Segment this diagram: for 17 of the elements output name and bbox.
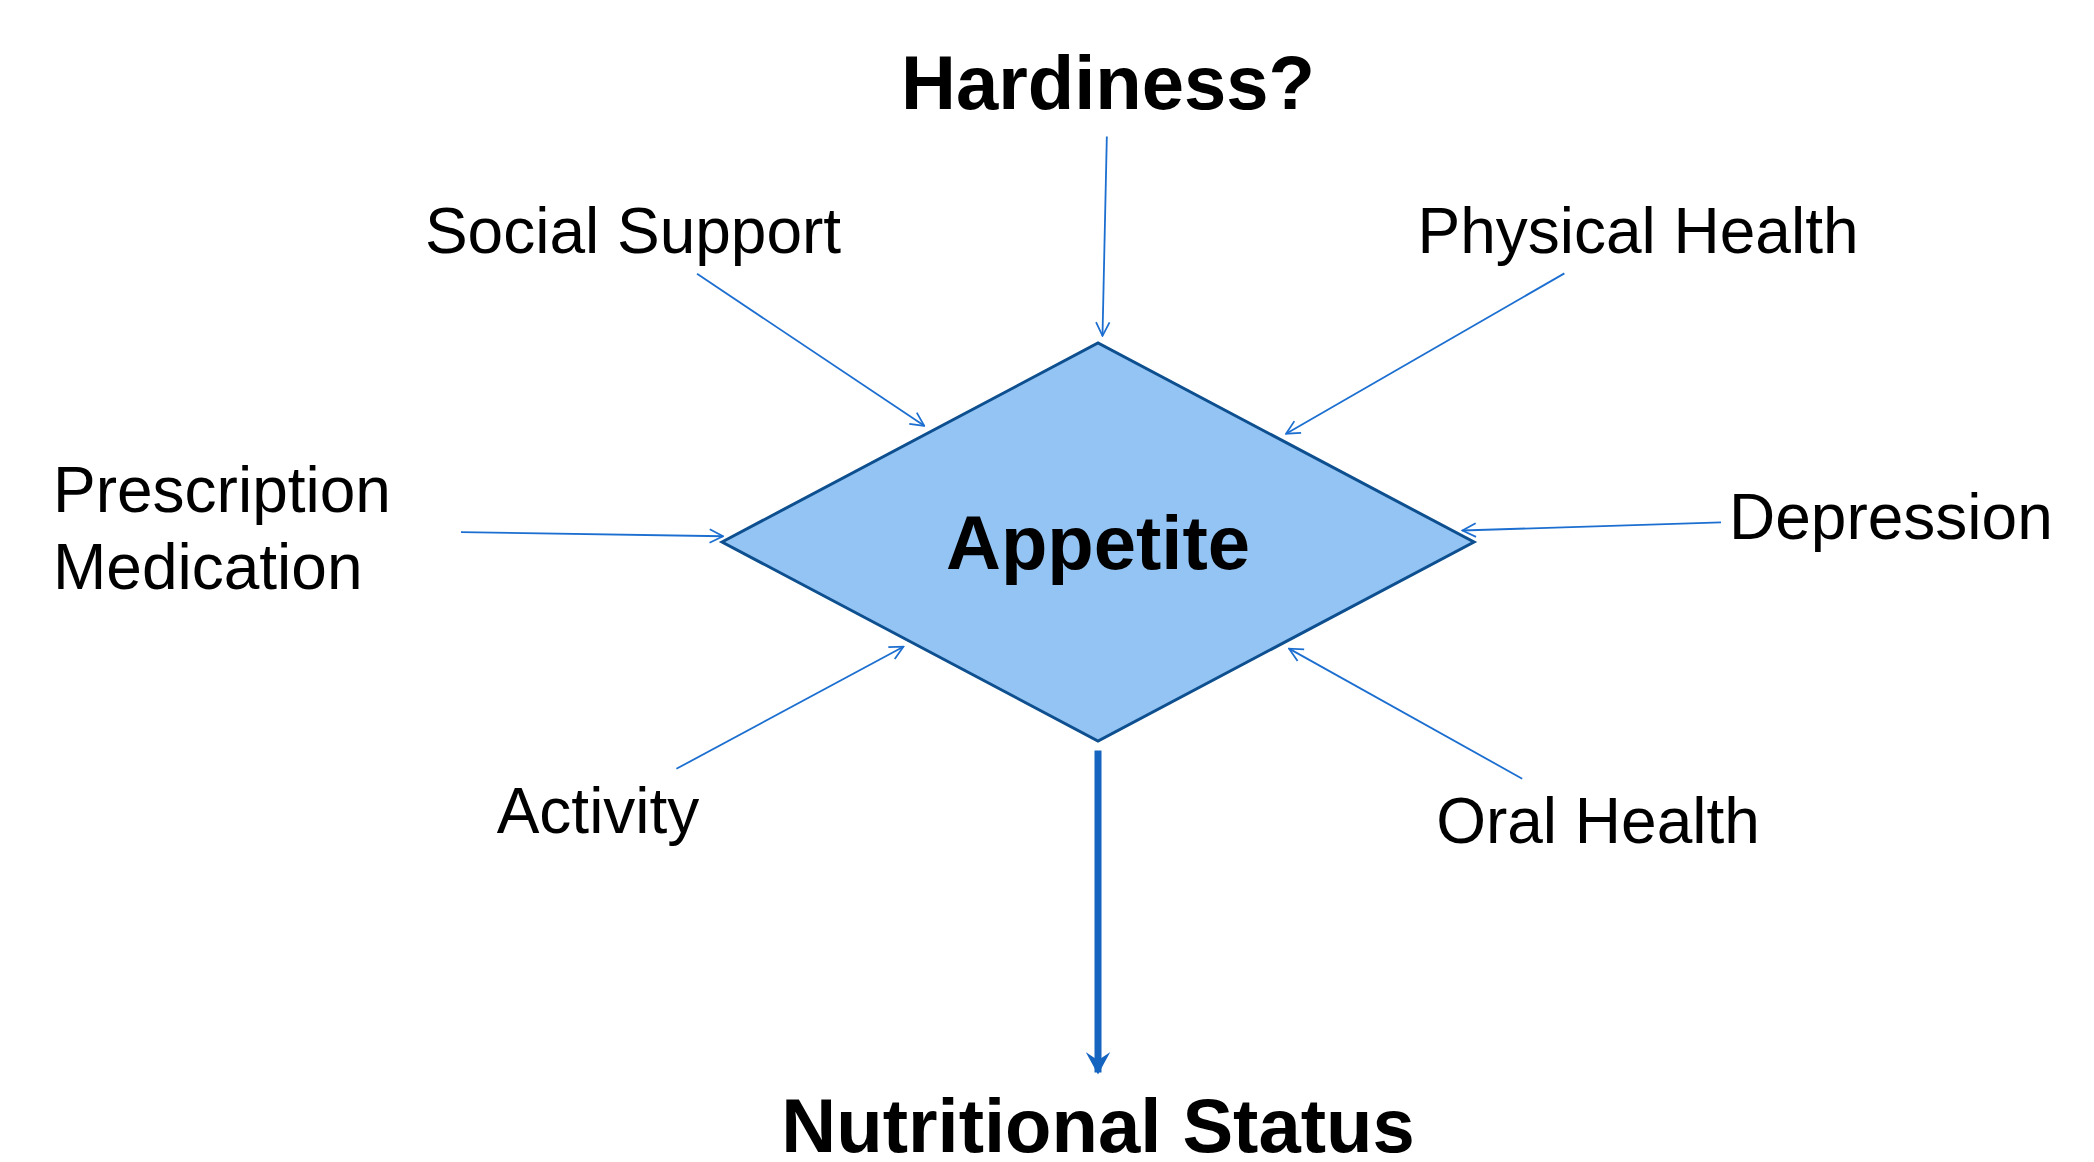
factor-label: Depression <box>1729 478 2053 556</box>
node-label: Appetite <box>946 498 1250 587</box>
arrow <box>696 272 926 427</box>
factor-label: Prescription Medication <box>53 452 453 606</box>
arrow <box>1085 750 1111 1075</box>
factor-label: Nutritional Status <box>781 1080 1415 1162</box>
factor-label: Hardiness? <box>901 37 1315 129</box>
factor-label: Activity <box>496 772 700 850</box>
factor-label: Social Support <box>424 192 842 270</box>
factor-label: Physical Health <box>1417 192 1859 270</box>
factor-label: Oral Health <box>1436 782 1760 860</box>
arrow <box>1285 272 1566 435</box>
arrow <box>460 528 725 544</box>
arrow <box>1288 647 1524 780</box>
arrow <box>1461 521 1722 538</box>
arrow <box>1095 135 1111 337</box>
arrow <box>675 645 905 770</box>
